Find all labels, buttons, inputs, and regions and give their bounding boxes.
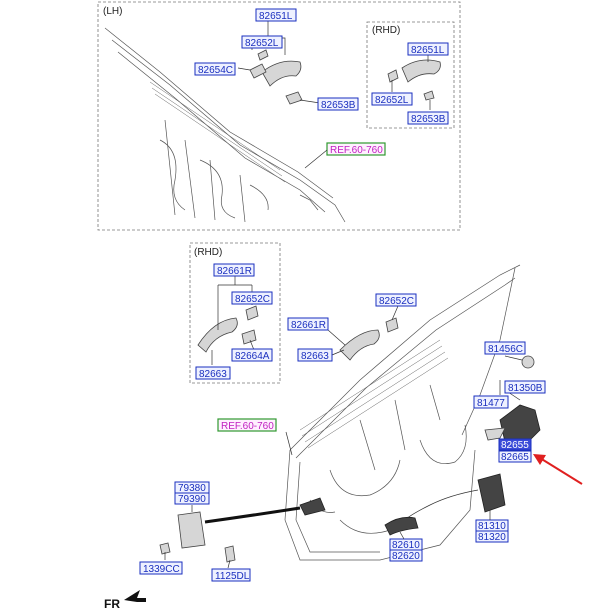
lh-panel-frame [97, 1, 461, 231]
svg-text:82620: 82620 [392, 551, 420, 562]
rhd-top-panel-frame [366, 21, 455, 129]
label-main-82652c[interactable]: 82652C [375, 293, 417, 307]
svg-text:82653B: 82653B [411, 114, 446, 125]
svg-text:82661R: 82661R [217, 266, 252, 277]
svg-text:82652L: 82652L [245, 38, 279, 49]
svg-text:82665: 82665 [501, 452, 529, 463]
svg-text:81350B: 81350B [508, 383, 543, 394]
front-direction-arrow-icon [124, 590, 146, 602]
label-rhd-82663[interactable]: 82663 [195, 366, 231, 380]
label-main-81477[interactable]: 81477 [473, 395, 509, 409]
svg-text:REF.60-760: REF.60-760 [221, 421, 274, 432]
label-lh-82652l[interactable]: 82652L [241, 35, 283, 49]
rhd-top-panel-title: (RHD) [372, 25, 400, 36]
latch-assembly [484, 355, 541, 446]
svg-text:82664A: 82664A [235, 351, 270, 362]
door-check [159, 497, 326, 563]
svg-text:REF.60-760: REF.60-760 [330, 145, 383, 156]
rhd-top-handle [387, 59, 441, 101]
label-main-79380[interactable]: 79380 [174, 481, 210, 494]
svg-text:82651L: 82651L [411, 45, 445, 56]
rhd-inside-handle [197, 305, 259, 353]
svg-text:81310: 81310 [478, 521, 506, 532]
svg-text:1339CC: 1339CC [143, 564, 180, 575]
door-lock-actuator [404, 473, 506, 521]
door-main-illustration [284, 264, 521, 561]
label-ref-top[interactable]: REF.60-760 [326, 142, 386, 156]
label-main-82665[interactable]: 82665 [498, 450, 532, 463]
svg-text:82663: 82663 [199, 369, 227, 380]
main-inside-handle [339, 317, 399, 361]
rhd-mid-panel-frame [189, 242, 281, 384]
label-main-82663[interactable]: 82663 [297, 348, 333, 362]
label-lh-82654c[interactable]: 82654C [194, 62, 236, 76]
svg-text:82663: 82663 [301, 351, 329, 362]
label-main-82655[interactable]: 82655 [498, 438, 532, 451]
svg-text:82655: 82655 [501, 440, 529, 451]
svg-text:82652C: 82652C [379, 296, 414, 307]
outside-handle-lower [384, 516, 419, 536]
svg-text:82654C: 82654C [198, 65, 233, 76]
front-direction-label: FR [104, 597, 120, 611]
lh-panel-title: (LH) [103, 6, 122, 17]
svg-text:82652C: 82652C [235, 294, 270, 305]
label-main-81456c[interactable]: 81456C [484, 341, 526, 355]
svg-text:79380: 79380 [178, 483, 206, 494]
svg-text:82610: 82610 [392, 540, 420, 551]
svg-text:82652L: 82652L [375, 95, 409, 106]
label-lh-82653b[interactable]: 82653B [317, 97, 359, 111]
label-main-1339cc[interactable]: 1339CC [139, 561, 183, 575]
label-main-1125dl[interactable]: 1125DL [211, 568, 251, 582]
label-rhd-82652c[interactable]: 82652C [231, 291, 273, 305]
label-main-81350b[interactable]: 81350B [504, 380, 546, 394]
label-main-81310[interactable]: 81310 [475, 519, 509, 532]
svg-text:81320: 81320 [478, 532, 506, 543]
rhd-mid-panel-title: (RHD) [194, 247, 222, 258]
label-ref-mid[interactable]: REF.60-760 [217, 418, 277, 432]
label-main-82661r[interactable]: 82661R [287, 317, 329, 331]
label-rhd-82661r[interactable]: 82661R [213, 263, 255, 277]
svg-text:1125DL: 1125DL [215, 571, 250, 582]
svg-text:81456C: 81456C [488, 344, 523, 355]
lh-outside-handle [249, 49, 303, 105]
svg-text:82661R: 82661R [291, 320, 326, 331]
callout-arrow [533, 454, 583, 485]
label-main-79390[interactable]: 79390 [174, 492, 210, 505]
svg-text:79390: 79390 [178, 494, 206, 505]
label-rhd-82651l[interactable]: 82651L [407, 42, 449, 56]
label-main-82620[interactable]: 82620 [389, 549, 423, 562]
label-main-82610[interactable]: 82610 [389, 538, 423, 551]
door-frame-top-illustration [104, 27, 346, 223]
svg-text:82651L: 82651L [259, 11, 293, 22]
label-main-81320[interactable]: 81320 [475, 530, 509, 543]
label-rhd-82664a[interactable]: 82664A [231, 348, 273, 362]
label-rhd-82653b[interactable]: 82653B [407, 111, 449, 125]
svg-text:81477: 81477 [477, 398, 505, 409]
label-lh-82651l[interactable]: 82651L [255, 8, 297, 22]
svg-text:82653B: 82653B [321, 100, 356, 111]
front-direction-indicator: FR [104, 590, 146, 611]
label-rhd-82652l[interactable]: 82652L [371, 92, 413, 106]
